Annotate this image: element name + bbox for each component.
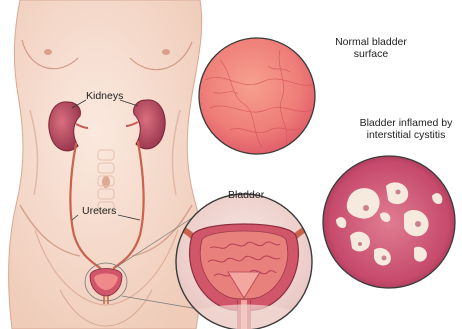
inflamed-surface-caption: Bladder inflamed by interstitial cystiti…	[352, 117, 460, 141]
normal-surface-caption-line2: surface	[316, 48, 426, 60]
inflamed-surface-caption-line1: Bladder inflamed by	[352, 117, 460, 129]
inflamed-bladder-surface	[323, 156, 455, 288]
ureters-label: Ureters	[82, 205, 116, 217]
normal-surface-caption: Normal bladder surface	[316, 36, 426, 60]
bladder-label: Bladder	[228, 189, 264, 201]
normal-bladder-surface	[199, 38, 315, 154]
inflamed-surface-caption-line2: interstitial cystitis	[352, 129, 460, 141]
normal-surface-caption-line1: Normal bladder	[316, 36, 426, 48]
kidneys-label: Kidneys	[86, 90, 123, 102]
bladder-cross-section	[176, 194, 312, 329]
